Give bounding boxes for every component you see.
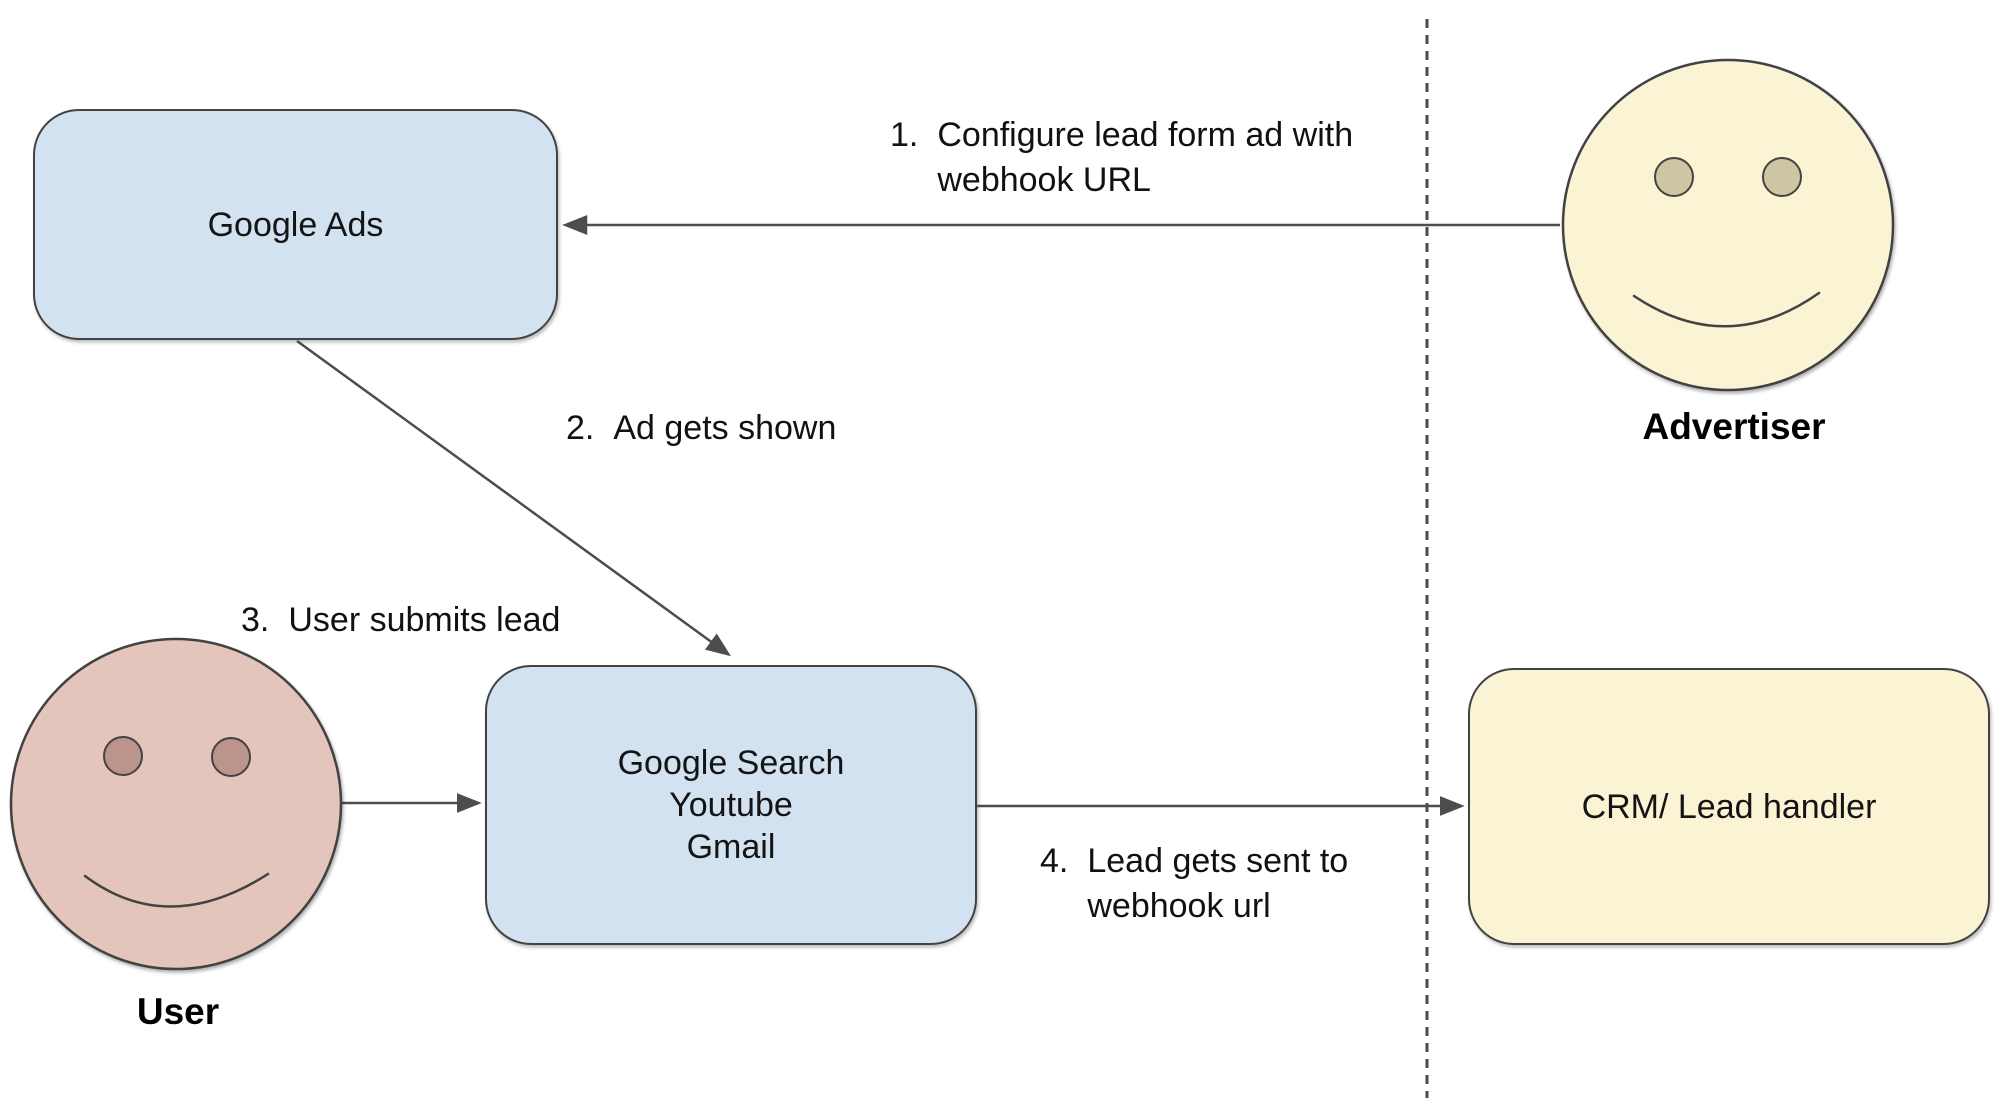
step-2-number: 2.	[566, 409, 595, 447]
user-label: User	[136, 991, 220, 1032]
step-4-text: Lead gets sent to webhook url	[1087, 842, 1349, 925]
advertiser-face-circle	[1561, 58, 1895, 392]
advertiser-right-eye-icon	[1762, 157, 1802, 197]
step-4-number: 4.	[1040, 842, 1069, 880]
step-3-annotation: 3. User submits lead	[241, 598, 560, 643]
advertiser-smile-icon	[1632, 291, 1821, 328]
user-right-eye-icon	[211, 737, 251, 777]
user-avatar	[9, 637, 343, 971]
advertiser-left-eye-icon	[1654, 157, 1694, 197]
step-2-annotation: 2. Ad gets shown	[566, 406, 836, 451]
user-face-circle	[9, 637, 343, 971]
advertiser-label: Advertiser	[1642, 406, 1826, 447]
crm-lead-handler-node: CRM/ Lead handler	[1468, 668, 1990, 945]
user-left-eye-icon	[103, 736, 143, 776]
step-3-number: 3.	[241, 601, 270, 639]
google-ads-node-label: Google Ads	[207, 205, 384, 244]
crm-node-label: CRM/ Lead handler	[1581, 787, 1877, 826]
advertiser-avatar	[1561, 58, 1895, 392]
step-1-annotation: 1. Configure lead form ad with webhook U…	[890, 113, 1353, 203]
step-4-annotation: 4. Lead gets sent to webhook url	[1040, 839, 1348, 929]
google-ads-node: Google Ads	[33, 109, 558, 340]
google-surfaces-node: Google Search Youtube Gmail	[485, 665, 977, 945]
google-surfaces-node-label: Google Search Youtube Gmail	[617, 744, 845, 866]
user-smile-icon	[83, 872, 270, 908]
step-2-text: Ad gets shown	[613, 409, 837, 447]
step-1-text: Configure lead form ad with webhook URL	[937, 116, 1354, 199]
step-3-text: User submits lead	[288, 601, 561, 639]
step-1-number: 1.	[890, 116, 919, 154]
